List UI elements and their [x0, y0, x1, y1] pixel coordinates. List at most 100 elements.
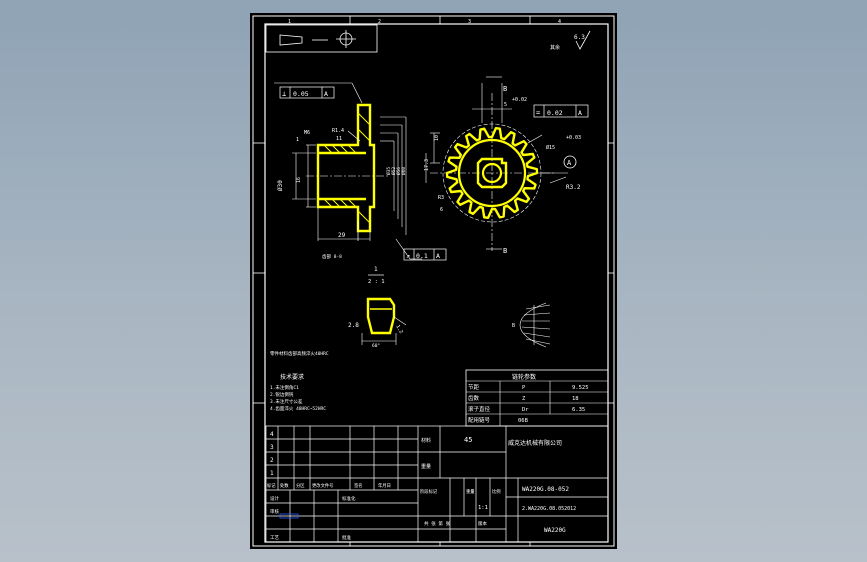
side-note: 零件材料齿部高频淬火40HRC [270, 350, 329, 357]
approve-label: 批准 [342, 534, 351, 541]
scale-col: 比例 [492, 488, 501, 495]
dim-key-width: 5 [504, 102, 507, 108]
file-number: 2.WA220G.08.052012 [522, 506, 576, 512]
param-symbol-1: Z [522, 396, 526, 402]
detail-tooth-profile [366, 297, 396, 335]
dim-recess: 16 [296, 177, 302, 183]
dim-width: 11 [336, 136, 342, 142]
role-input-field[interactable] [279, 513, 299, 519]
model-number: WA220G [544, 527, 566, 534]
svg-text:0.02: 0.02 [547, 109, 563, 117]
detail-label: 1 [374, 266, 378, 273]
dim-thread: M6 [304, 130, 310, 136]
dim-tooth-s: 6 [440, 207, 443, 213]
grid-ref-3: 3 [468, 19, 471, 25]
sprocket-front-view[interactable]: B B 5 +0.02 Ø15 +0.03 10 17.3 R3 6 R3.2 … [424, 76, 581, 255]
hdr-col-3: 分区 [296, 482, 305, 489]
drawing-number: WA220G.08-052 [522, 486, 569, 493]
svg-text:A: A [324, 90, 328, 98]
title-block-text: 4 3 2 1 标记 处数 分区 更改文件号 签名 年月日 设计 审核 工艺 标… [267, 431, 576, 541]
tooth-section-note: 齿部 8-8 [322, 253, 342, 260]
dim-ten: 10 [434, 135, 440, 141]
roughness-symbol-icon [575, 30, 591, 50]
param-name-0: 节距 [468, 383, 480, 391]
roughness-value: 6.3 [574, 34, 585, 41]
svg-text:0.05: 0.05 [293, 90, 309, 98]
bore-circle [481, 162, 503, 184]
dim-dia-3: Ø56 [395, 167, 402, 175]
hdr-col-5: 签名 [354, 482, 363, 489]
sheet-label: 共 张 第 张 [424, 520, 451, 527]
param-value-1: 18 [572, 396, 579, 402]
company-name: 威克达机械有限公司 [508, 439, 562, 447]
material-label: 材料 [421, 437, 431, 444]
dim-dia-1: Ø35 [385, 167, 392, 175]
title-block [265, 425, 609, 543]
sprocket-section-view[interactable]: Ø30 16 1 M6 R1.4 11 29 Ø35 Ø52 Ø56 Ø60 齿… [274, 82, 422, 260]
param-value-0: 9.525 [572, 385, 589, 391]
dim-detail-fillet: 1.2 [394, 324, 404, 335]
note-line-1: 1.未注倒角C1 [270, 384, 299, 391]
rev-row-1: 1 [270, 470, 274, 477]
rev-row-3: 3 [270, 444, 274, 451]
hdr-col-4: 更改文件号 [312, 482, 333, 489]
svg-text:A: A [578, 109, 582, 117]
datum-a-icon [563, 155, 577, 169]
weight-label: 重量 [421, 463, 431, 470]
section-label-b-bottom: B [503, 247, 507, 255]
roughness-note: 其余 [550, 44, 560, 51]
hub-circle [457, 138, 527, 208]
svg-text:0.1: 0.1 [416, 252, 428, 260]
param-value-2: 6.35 [572, 407, 585, 413]
grid-ref-4: 4 [558, 19, 561, 25]
detail-scale: 2 : 1 [368, 279, 385, 285]
svg-text:A: A [436, 252, 440, 260]
inner-frame [264, 23, 609, 543]
view-b[interactable]: B [512, 302, 551, 348]
stage-label: 阶段标记 [420, 488, 438, 495]
grid-ref-2: 2 [378, 19, 381, 25]
zone-ticks [253, 16, 614, 546]
version-label: 版本 [478, 520, 487, 527]
note-line-2: 2.锐边倒钝 [270, 391, 294, 398]
param-name-1: 齿数 [468, 394, 480, 402]
dim-r32: R3.2 [566, 184, 581, 191]
note-line-4: 4.齿面淬火 48HRC~52HRC [270, 405, 326, 412]
note-line-3: 3.未注尺寸公差 [270, 398, 303, 405]
weight-col: 重量 [466, 488, 475, 495]
runout-frame: ↗ 0.1 A [403, 248, 447, 261]
param-value-3: 06B [518, 418, 529, 424]
dim-key-depth: 17.3 [424, 159, 430, 171]
notes-title: 技术要求 [280, 373, 304, 381]
dim-detail-width: 2.8 [348, 322, 359, 329]
dim-tol-002: +0.02 [512, 97, 527, 103]
dim-bore-d15: Ø15 [546, 144, 555, 151]
sprocket-teeth-outline [445, 126, 539, 219]
role-review: 审核 [270, 508, 279, 515]
section-label-b-top: B [503, 85, 507, 93]
hdr-col-6: 年月日 [378, 482, 391, 489]
tooth-detail-view[interactable]: 1 2 : 1 2.8 1.2 60° [348, 266, 407, 349]
param-symbol-2: Dr [522, 407, 529, 413]
hdr-col-2: 处数 [280, 482, 289, 489]
param-name-2: 滚子直径 [468, 405, 491, 413]
view-b-teeth [521, 304, 551, 345]
perpendicularity-frame: ⊥ 0.05 A [279, 86, 335, 99]
keyway-bore [476, 157, 508, 189]
runout-icon: ↗ [406, 252, 410, 260]
material-value: 45 [464, 436, 472, 444]
param-symbol-0: P [522, 385, 526, 391]
symmetry-icon: = [536, 109, 540, 117]
dim-dia-4: Ø60 [400, 167, 407, 175]
view-b-label: B [512, 323, 515, 329]
std-label: 标准化 [342, 495, 356, 502]
scale-value: 1:1 [478, 505, 488, 511]
drawing-sheet: 1 2 3 4 其余 6.3 [250, 13, 617, 549]
grid-ref-1: 1 [288, 19, 291, 25]
drawing-canvas[interactable]: 1 2 3 4 其余 6.3 [250, 13, 617, 549]
dim-chamfer: 1 [296, 137, 299, 143]
dim-dia-2: Ø52 [390, 167, 397, 175]
param-name-3: 配用链号 [468, 416, 491, 424]
